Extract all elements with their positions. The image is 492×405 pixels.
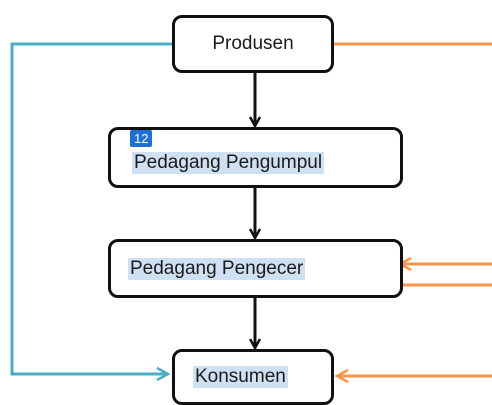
comment-badge[interactable]: 12 [130, 130, 153, 147]
pedagang-pengumpul-box: 12 Pedagang Pengumpul [108, 127, 403, 188]
pedagang-pengecer-box: Pedagang Pengecer [108, 239, 403, 298]
pedagang-pengecer-label: Pedagang Pengecer [128, 257, 306, 280]
produsen-label: Produsen [212, 33, 294, 54]
produsen-box: Produsen [172, 15, 334, 73]
konsumen-label: Konsumen [193, 366, 288, 388]
pedagang-pengumpul-label: Pedagang Pengumpul [132, 151, 325, 174]
konsumen-box: Konsumen [172, 349, 334, 405]
blue-channel-produsen-to-konsumen [10, 42, 173, 374]
